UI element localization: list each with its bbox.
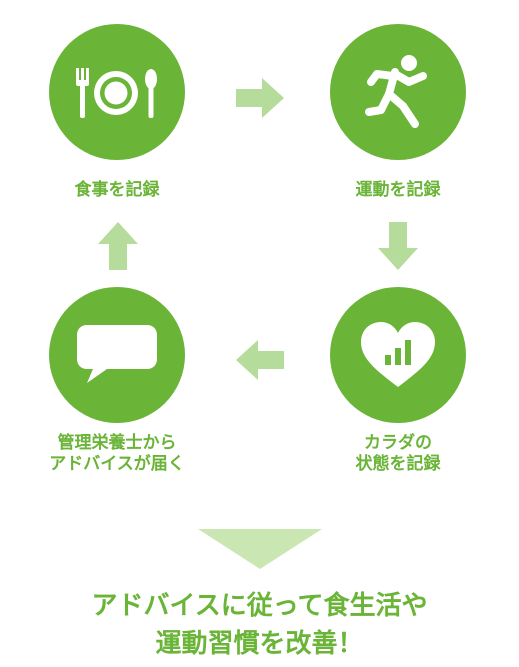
result-headline-line2: 運動習慣を改善！ xyxy=(155,629,364,659)
meal-step-label: 食事を記録 xyxy=(74,180,160,200)
body-status-line2: 状態を記録 xyxy=(355,454,441,474)
exercise-step-circle xyxy=(330,24,466,160)
advice-step-label: 管理栄養士から アドバイスが届く xyxy=(22,433,212,475)
speech-bubble-icon xyxy=(77,325,157,383)
meal-step-circle xyxy=(49,24,185,160)
exercise-step-label: 運動を記録 xyxy=(355,180,441,200)
advice-step-circle xyxy=(49,287,185,423)
body-status-step-label: カラダの 状態を記録 xyxy=(318,433,478,475)
advice-line2: アドバイスが届く xyxy=(49,454,185,474)
arrow-up-icon xyxy=(98,222,138,270)
big-down-triangle-icon xyxy=(198,529,322,569)
arrow-right-icon xyxy=(236,78,284,118)
body-status-line1: カラダの xyxy=(364,433,432,453)
heart-chart-icon xyxy=(361,322,435,387)
bar-short xyxy=(385,355,391,365)
bar-mid xyxy=(395,348,401,365)
result-headline-line1: アドバイスに従って食生活や xyxy=(91,591,428,621)
arrow-left-icon xyxy=(236,340,284,380)
advice-line1: 管理栄養士から xyxy=(57,433,177,453)
bar-tall xyxy=(405,340,411,365)
running-person-icon xyxy=(365,55,427,128)
arrow-down-icon xyxy=(378,222,418,270)
body-status-step-circle xyxy=(330,287,466,423)
fork-plate-spoon-icon xyxy=(76,68,157,118)
